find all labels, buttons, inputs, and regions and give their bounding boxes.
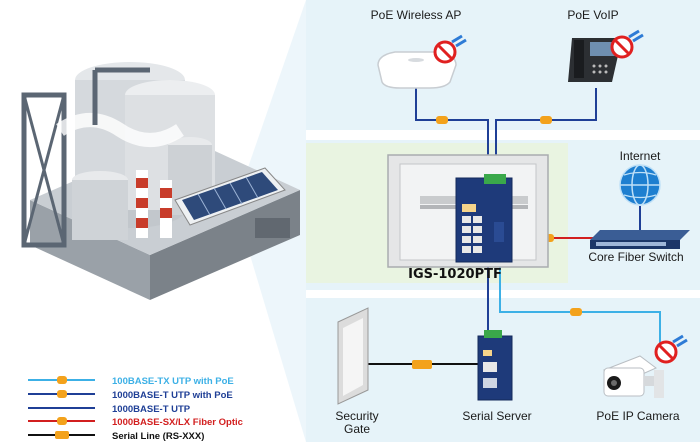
core-switch-icon bbox=[590, 230, 690, 249]
device-labels: PoE Wireless AP PoE VoIP Internet IGS-10… bbox=[335, 8, 683, 436]
legend-label: 1000BASE-T UTP bbox=[112, 404, 191, 415]
legend-label: 1000BASE-T UTP with PoE bbox=[112, 390, 233, 401]
label-security-gate-1: Security bbox=[335, 409, 378, 423]
gate-icon bbox=[337, 307, 369, 405]
no-power-icon bbox=[654, 334, 688, 364]
legend-item: 1000BASE-T UTP with PoE bbox=[28, 390, 233, 401]
label-poe-voip: PoE VoIP bbox=[567, 8, 618, 22]
legend-item: 1000BASE-SX/LX Fiber Optic bbox=[28, 417, 243, 428]
serial-server-icon bbox=[477, 330, 513, 401]
label-poe-ap: PoE Wireless AP bbox=[371, 8, 462, 22]
legend: 100BASE-TX UTP with PoE 1000BASE-T UTP w… bbox=[28, 376, 243, 442]
camera-icon bbox=[603, 355, 664, 398]
label-internet: Internet bbox=[620, 149, 661, 163]
chimney bbox=[136, 170, 172, 238]
legend-label: 100BASE-TX UTP with PoE bbox=[112, 376, 234, 387]
legend-label: 1000BASE-SX/LX Fiber Optic bbox=[112, 417, 243, 428]
solar-panel bbox=[174, 167, 286, 226]
label-security-gate-2: Gate bbox=[344, 422, 370, 436]
legend-item: 100BASE-TX UTP with PoE bbox=[28, 376, 234, 387]
top-panel bbox=[306, 0, 700, 130]
voip-phone-icon bbox=[568, 38, 622, 82]
legend-label: Serial Line (RS-XXX) bbox=[112, 431, 204, 442]
label-ip-camera: PoE IP Camera bbox=[596, 409, 679, 423]
label-core-switch: Core Fiber Switch bbox=[588, 250, 683, 264]
line-ap bbox=[415, 88, 489, 180]
legend-item: Serial Line (RS-XXX) bbox=[28, 431, 204, 442]
label-serial-server: Serial Server bbox=[462, 409, 531, 423]
label-switch-model: IGS-1020PTF bbox=[408, 267, 502, 282]
no-power-icon bbox=[610, 29, 644, 59]
legend-item: 1000BASE-T UTP bbox=[28, 404, 191, 415]
access-point-icon bbox=[377, 51, 457, 89]
switch-icon bbox=[455, 174, 513, 263]
no-power-icon bbox=[433, 34, 467, 64]
globe-icon bbox=[619, 164, 661, 206]
factory-icon bbox=[21, 62, 300, 300]
